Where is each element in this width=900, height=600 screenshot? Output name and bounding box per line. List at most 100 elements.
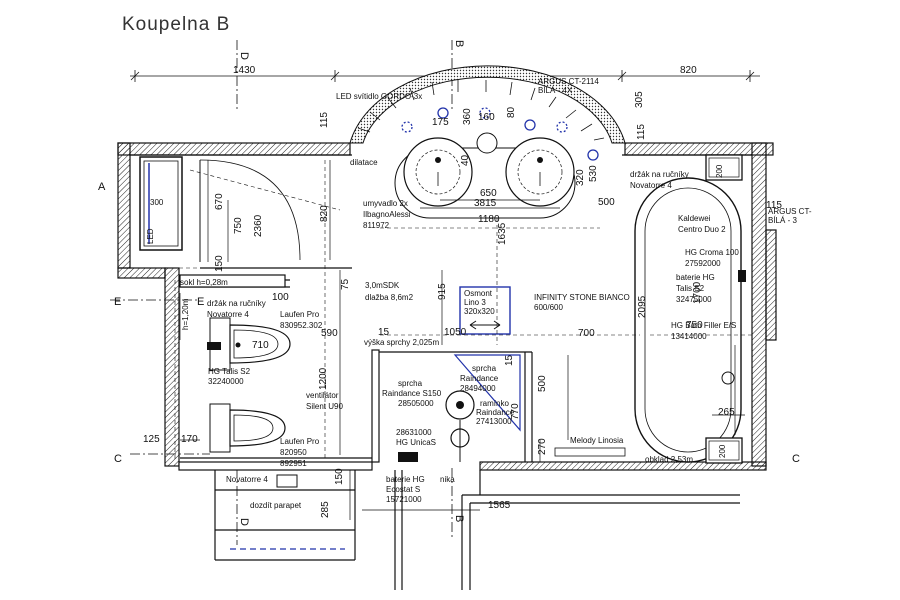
- dim-500-top: 500: [598, 197, 615, 208]
- dim-590: 590: [321, 328, 338, 339]
- drawing-title: Koupelna B: [122, 14, 231, 35]
- label-sprcha-1b: Raindance S150: [382, 389, 442, 398]
- dim-1200: 1200: [318, 367, 329, 390]
- label-laufen-top-2: 830952.302: [280, 321, 323, 330]
- label-novatorre-bot: Novatorre 4: [226, 475, 268, 484]
- label-unicas-2: HG UnicaS: [396, 438, 436, 447]
- bidet: [207, 317, 291, 371]
- label-laufen-top-1: Laufen Pro: [280, 310, 320, 319]
- dim-500-shower: 500: [537, 375, 548, 392]
- label-sdk-2: dlažba 8,6m2: [365, 293, 414, 302]
- dim-200-bottom: 200: [718, 444, 727, 458]
- label-hg-croma-1: HG Croma 100: [685, 248, 739, 257]
- dim-265: 265: [718, 407, 735, 418]
- label-hg-talis-2: 32240000: [208, 377, 244, 386]
- label-sprcha-1a: sprcha: [398, 379, 423, 388]
- label-hg-croma-2: 27592000: [685, 259, 721, 268]
- dim-175: 175: [432, 117, 449, 128]
- shower: [398, 286, 521, 462]
- label-baterie-eco-1: baterie HG: [386, 475, 425, 484]
- dim-1565: 1565: [488, 500, 511, 511]
- dim-320: 320: [575, 169, 586, 186]
- label-filler-1: HG Bath Filler E/S: [671, 321, 736, 330]
- dim-2095: 2095: [637, 295, 648, 318]
- label-drzak-left-1: držák na ručníky: [207, 299, 266, 308]
- label-sprcha-2b: Raindance: [460, 374, 499, 383]
- melody-bench: [554, 447, 626, 457]
- label-drzak-left-2: Novatorre 4: [207, 310, 249, 319]
- dim-15-left: 15: [378, 327, 390, 338]
- dim-770: 770: [510, 403, 521, 420]
- twin-sinks: [394, 132, 576, 219]
- bathtub: [634, 154, 746, 464]
- label-vyska: výška sprchy 2,025m: [364, 338, 439, 347]
- dim-15-right: 15: [504, 354, 515, 366]
- label-sprcha-1c: 28505000: [398, 399, 434, 408]
- dim-40: 40: [460, 154, 471, 166]
- dim-750: 750: [233, 217, 244, 234]
- dim-670: 670: [214, 193, 225, 210]
- label-laufen-bot-2: 820950: [280, 448, 307, 457]
- dim-top-right: 820: [680, 65, 697, 76]
- dim-650: 650: [480, 188, 497, 199]
- label-umyvadlo-2: IlbagnoAlessi: [363, 210, 411, 219]
- dim-160: 160: [478, 112, 495, 123]
- dim-820: 820: [319, 205, 330, 222]
- guide-lines: [130, 160, 752, 460]
- dim-360: 360: [462, 108, 473, 125]
- dim-285: 285: [320, 501, 331, 518]
- section-marker-c-left: C: [114, 453, 122, 465]
- label-dilatace: dilatace: [350, 158, 378, 167]
- label-unicas-1: 28631000: [396, 428, 432, 437]
- label-infinity-1: INFINITY STONE BIANCO: [534, 293, 630, 302]
- label-baterie-2: Talis S2: [676, 284, 705, 293]
- dim-75: 75: [340, 278, 351, 290]
- section-marker-b-bottom: B: [453, 515, 465, 522]
- dim-3815: 3815: [474, 198, 497, 209]
- label-osmont-2: Lino 3: [464, 298, 486, 307]
- label-laufen-bot-1: Laufen Pro: [280, 437, 320, 446]
- label-kaldewei-2: Centro Duo 2: [678, 225, 726, 234]
- label-filler-2: 13414000: [671, 332, 707, 341]
- label-ramenko-3: 27413000: [476, 417, 512, 426]
- dim-115-far-right: 115: [766, 200, 782, 211]
- section-marker-c-right: C: [792, 453, 800, 465]
- label-argus-right-1: ARGUS CT-: [768, 207, 812, 216]
- label-baterie-1: baterie HG: [676, 273, 715, 282]
- section-marker-b-top: B: [453, 40, 465, 47]
- label-argus-top-2: BÍLÁ - 4X: [538, 86, 573, 95]
- label-ramenko-1: ramínko: [480, 399, 509, 408]
- label-argus-top-1: ARGUS CT-2114: [538, 77, 599, 86]
- dim-300: 300: [150, 198, 164, 207]
- dim-100: 100: [272, 292, 289, 303]
- label-baterie-3: 32475000: [676, 295, 712, 304]
- dim-150-top: 150: [214, 255, 225, 272]
- label-kaldewei-1: Kaldewei: [678, 214, 711, 223]
- led-cabinet: [139, 156, 183, 251]
- label-drzak-top-2: Novatorre 4: [630, 181, 672, 190]
- dim-top-left: 1430: [233, 65, 256, 76]
- label-hg-talis-1: HG Talis S2: [208, 367, 251, 376]
- ventilator: [276, 474, 298, 488]
- dim-80: 80: [506, 106, 517, 118]
- dim-915: 915: [437, 283, 448, 300]
- dim-115-left: 115: [319, 112, 330, 128]
- dim-305: 305: [634, 91, 645, 108]
- label-drzak-top-1: držák na ručníky: [630, 170, 689, 179]
- dim-200-top: 200: [715, 164, 724, 178]
- label-osmont-1: Osmont: [464, 289, 493, 298]
- label-dozdit: dozdít parapet: [250, 501, 302, 510]
- dim-150-bottom: 150: [334, 468, 345, 485]
- solid-dim-lines: [179, 160, 745, 520]
- label-sprcha-2c: 28494000: [460, 384, 496, 393]
- label-umyvadlo-3: 811972: [363, 221, 390, 230]
- dim-710: 710: [252, 340, 269, 351]
- section-marker-e-right: E: [197, 296, 204, 308]
- wc: [209, 403, 286, 453]
- label-sokl: sokl h=0,28m: [180, 278, 228, 287]
- label-ramenko-2: Raindance: [476, 408, 515, 417]
- section-lines: [110, 40, 453, 545]
- label-led-left: LED: [146, 228, 155, 244]
- section-marker-d-top: D: [238, 52, 250, 60]
